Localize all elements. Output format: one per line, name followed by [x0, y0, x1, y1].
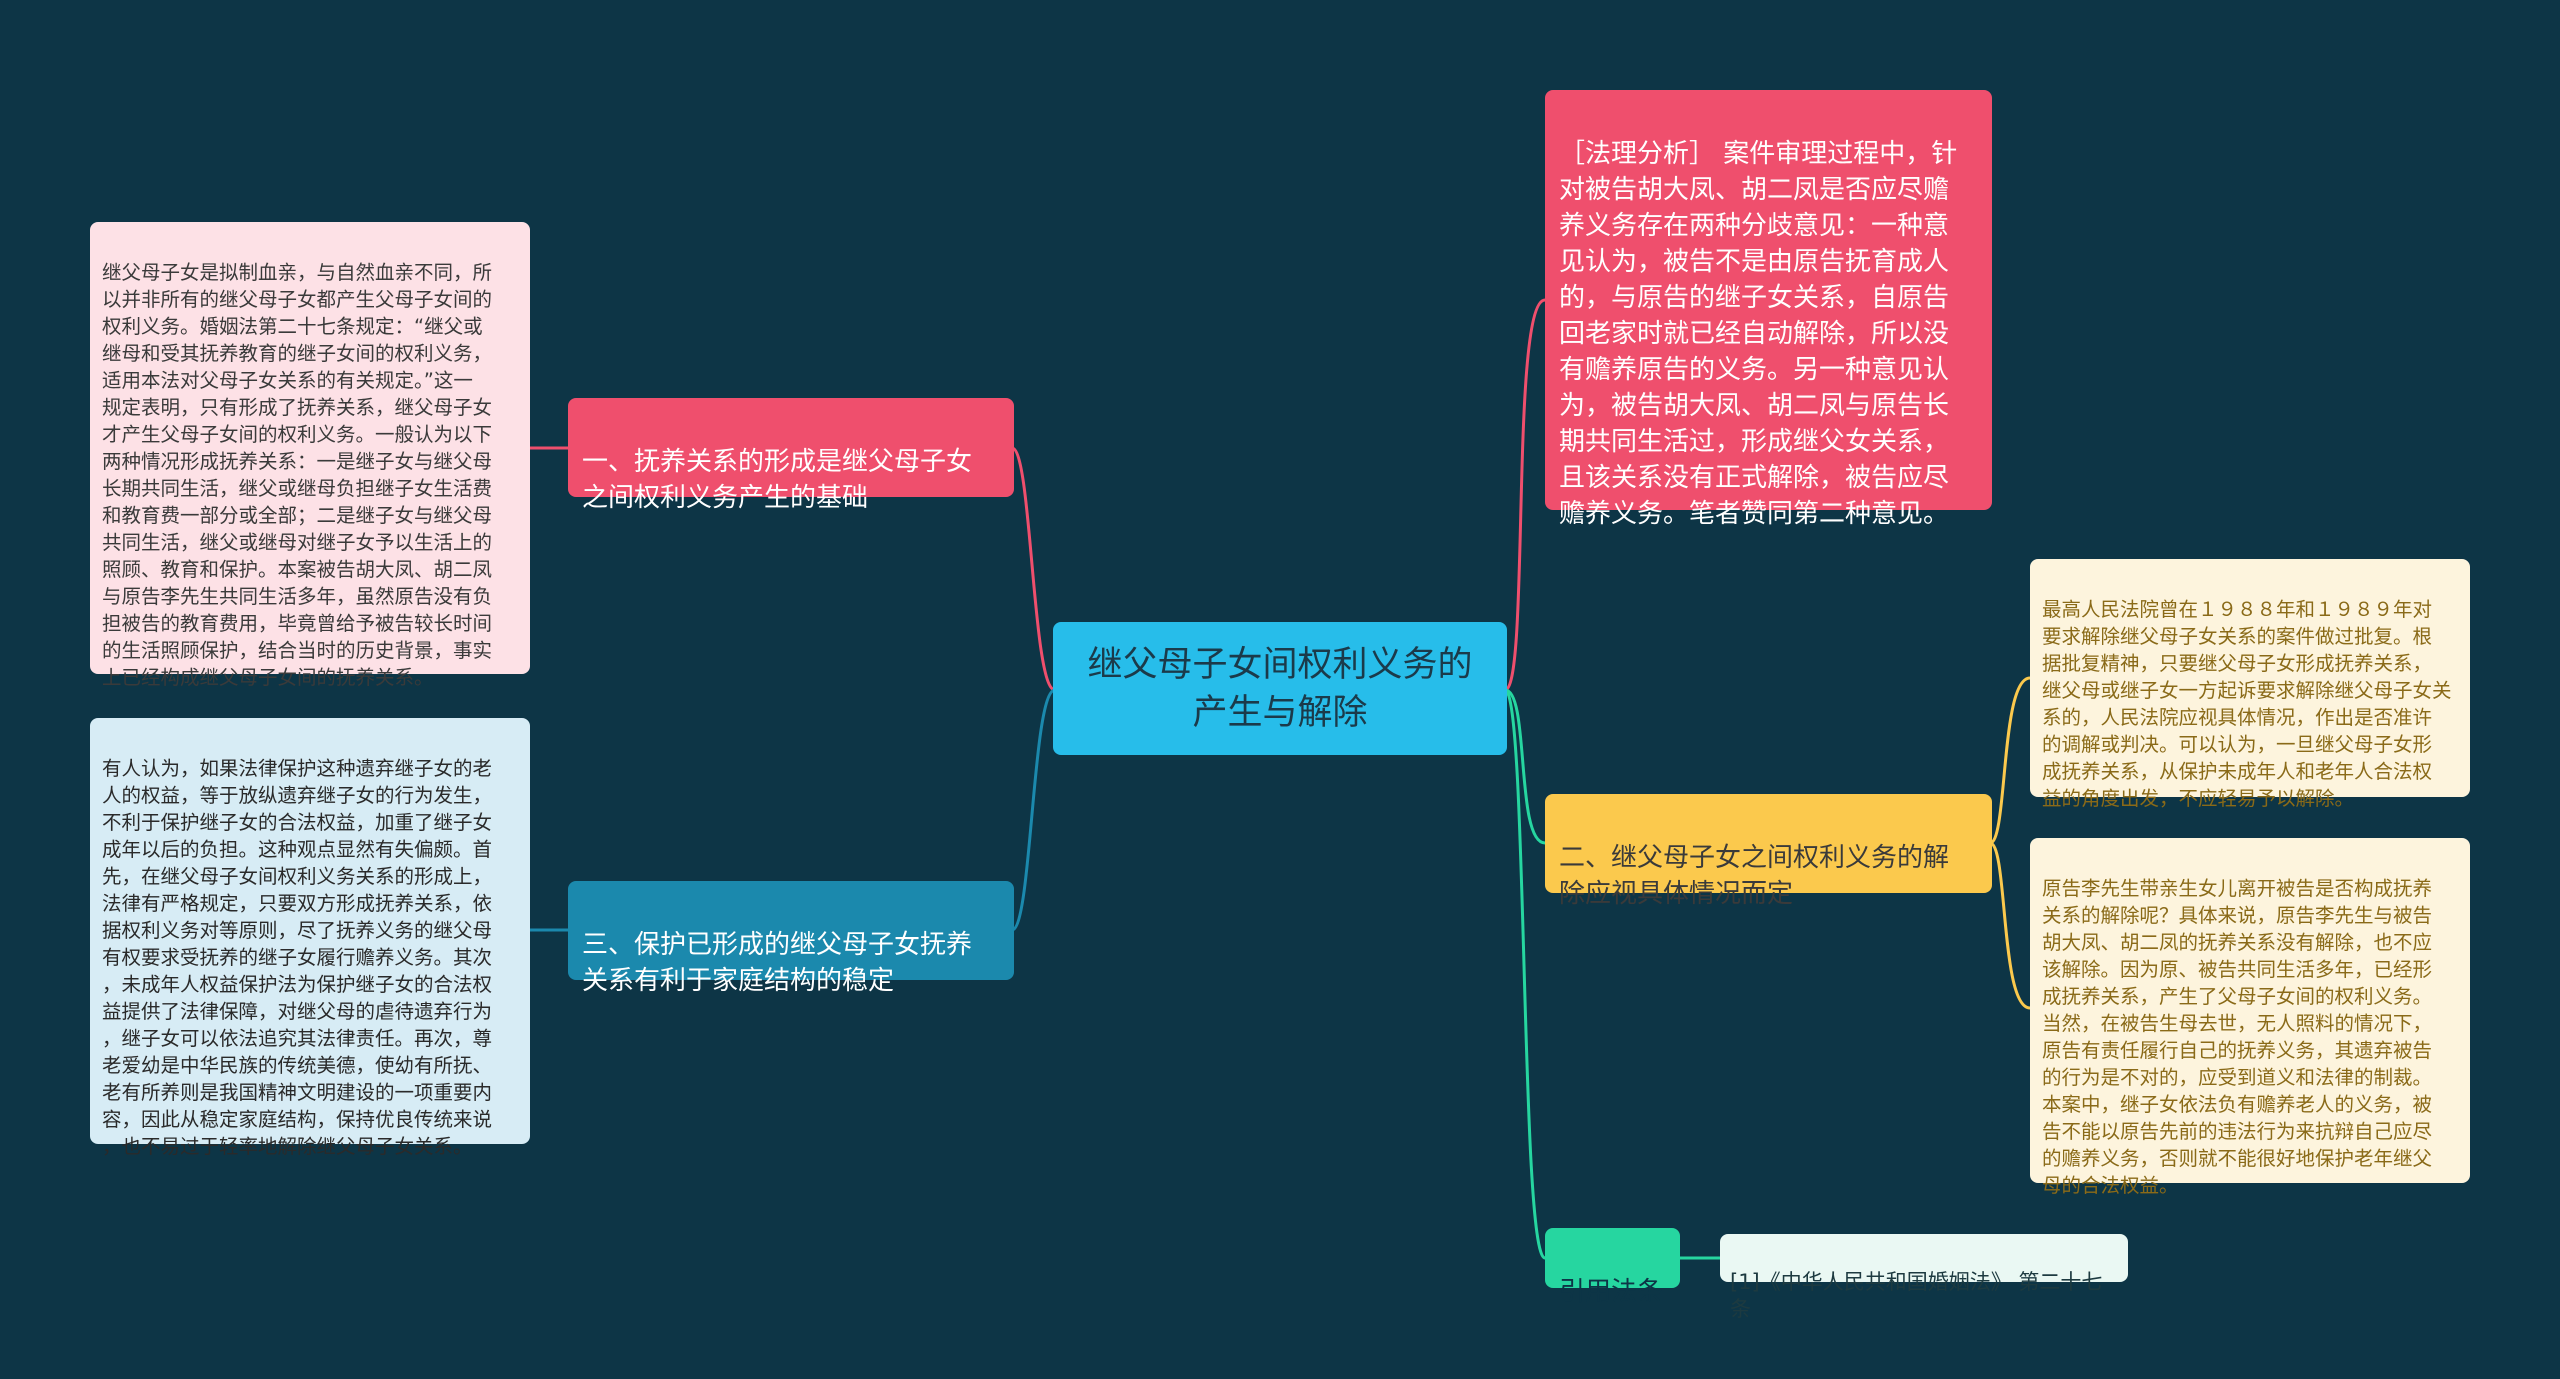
- branch1-detail[interactable]: 继父母子女是拟制血亲，与自然血亲不同，所 以并非所有的继父母子女都产生父母子女间…: [90, 222, 530, 689]
- branch1-detail-text: 继父母子女是拟制血亲，与自然血亲不同，所 以并非所有的继父母子女都产生父母子女间…: [102, 261, 493, 689]
- citation-detail-text: [1]《中华人民共和国婚姻法》 第二十七条: [1730, 1270, 2103, 1321]
- branch-3-label: 三、保护已形成的继父母子女抚养 关系有利于家庭结构的稳定: [582, 930, 973, 996]
- branch-3[interactable]: 三、保护已形成的继父母子女抚养 关系有利于家庭结构的稳定: [568, 881, 1014, 996]
- branch2-detail-2[interactable]: 原告李先生带亲生女儿离开被告是否构成抚养 关系的解除呢？具体来说，原告李先生与被…: [2030, 838, 2470, 1197]
- branch-1[interactable]: 一、抚养关系的形成是继父母子女 之间权利义务产生的基础: [568, 398, 1014, 513]
- connector-center-to-branch2: [1504, 688, 1546, 845]
- connector-center-to-branch1: [1011, 446, 1056, 692]
- legal-analysis[interactable]: ［法理分析］ 案件审理过程中，针 对被告胡大凤、胡二凤是否应尽赡 养义务存在两种…: [1545, 90, 1992, 529]
- connector-branch2-to-detail1: [1989, 676, 2031, 845]
- citation-branch-label: 引用法条: [1559, 1277, 1664, 1307]
- branch2-detail-1-text: 最高人民法院曾在１９８８年和１９８９年对 要求解除继父母子女关系的案件做过批复。…: [2042, 598, 2452, 810]
- central-topic[interactable]: 继父母子女间权利义务的 产生与解除: [1053, 622, 1507, 755]
- branch2-detail-2-text: 原告李先生带亲生女儿离开被告是否构成抚养 关系的解除呢？具体来说，原告李先生与被…: [2042, 877, 2433, 1197]
- connector-center-to-citation: [1503, 688, 1547, 1260]
- branch3-detail[interactable]: 有人认为，如果法律保护这种遗弃继子女的老 人的权益，等于放纵遗弃继子女的行为发生…: [90, 718, 530, 1158]
- branch3-detail-text: 有人认为，如果法律保护这种遗弃继子女的老 人的权益，等于放纵遗弃继子女的行为发生…: [102, 757, 493, 1158]
- connector-center-to-analysis: [1504, 298, 1546, 692]
- branch-2[interactable]: 二、继父母子女之间权利义务的解 除应视具体情况而定: [1545, 794, 1992, 909]
- branch2-detail-1[interactable]: 最高人民法院曾在１９８８年和１９８９年对 要求解除继父母子女关系的案件做过批复。…: [2030, 559, 2470, 810]
- connector-center-to-branch3: [1011, 688, 1056, 932]
- connector-branch2-to-detail2: [1989, 841, 2031, 1010]
- citation-detail[interactable]: [1]《中华人民共和国婚姻法》 第二十七条: [1720, 1234, 2128, 1321]
- branch-1-label: 一、抚养关系的形成是继父母子女 之间权利义务产生的基础: [582, 447, 973, 513]
- citation-branch[interactable]: 引用法条: [1545, 1228, 1680, 1307]
- branch-2-label: 二、继父母子女之间权利义务的解 除应视具体情况而定: [1559, 843, 1950, 909]
- central-topic-text: 继父母子女间权利义务的 产生与解除: [1087, 644, 1473, 733]
- legal-analysis-text: ［法理分析］ 案件审理过程中，针 对被告胡大凤、胡二凤是否应尽赡 养义务存在两种…: [1559, 139, 1958, 529]
